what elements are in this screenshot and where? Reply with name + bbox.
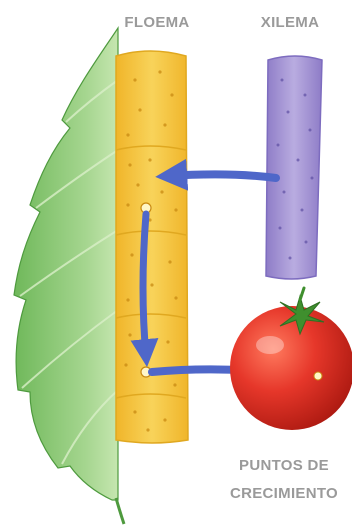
leaf-icon xyxy=(14,28,124,524)
growth-points-label-line2: CRECIMIENTO xyxy=(222,485,346,502)
tomato-icon xyxy=(230,288,352,430)
phloem-label: FLOEMA xyxy=(112,14,202,31)
growth-points-label-line1: PUNTOS DE xyxy=(222,457,346,474)
phloem-tube xyxy=(116,51,188,443)
xylem-to-phloem-arrow xyxy=(168,174,276,178)
phloem-down-arrow xyxy=(143,214,146,356)
xylem-label: XILEMA xyxy=(250,14,330,31)
xylem-tube xyxy=(266,56,322,279)
